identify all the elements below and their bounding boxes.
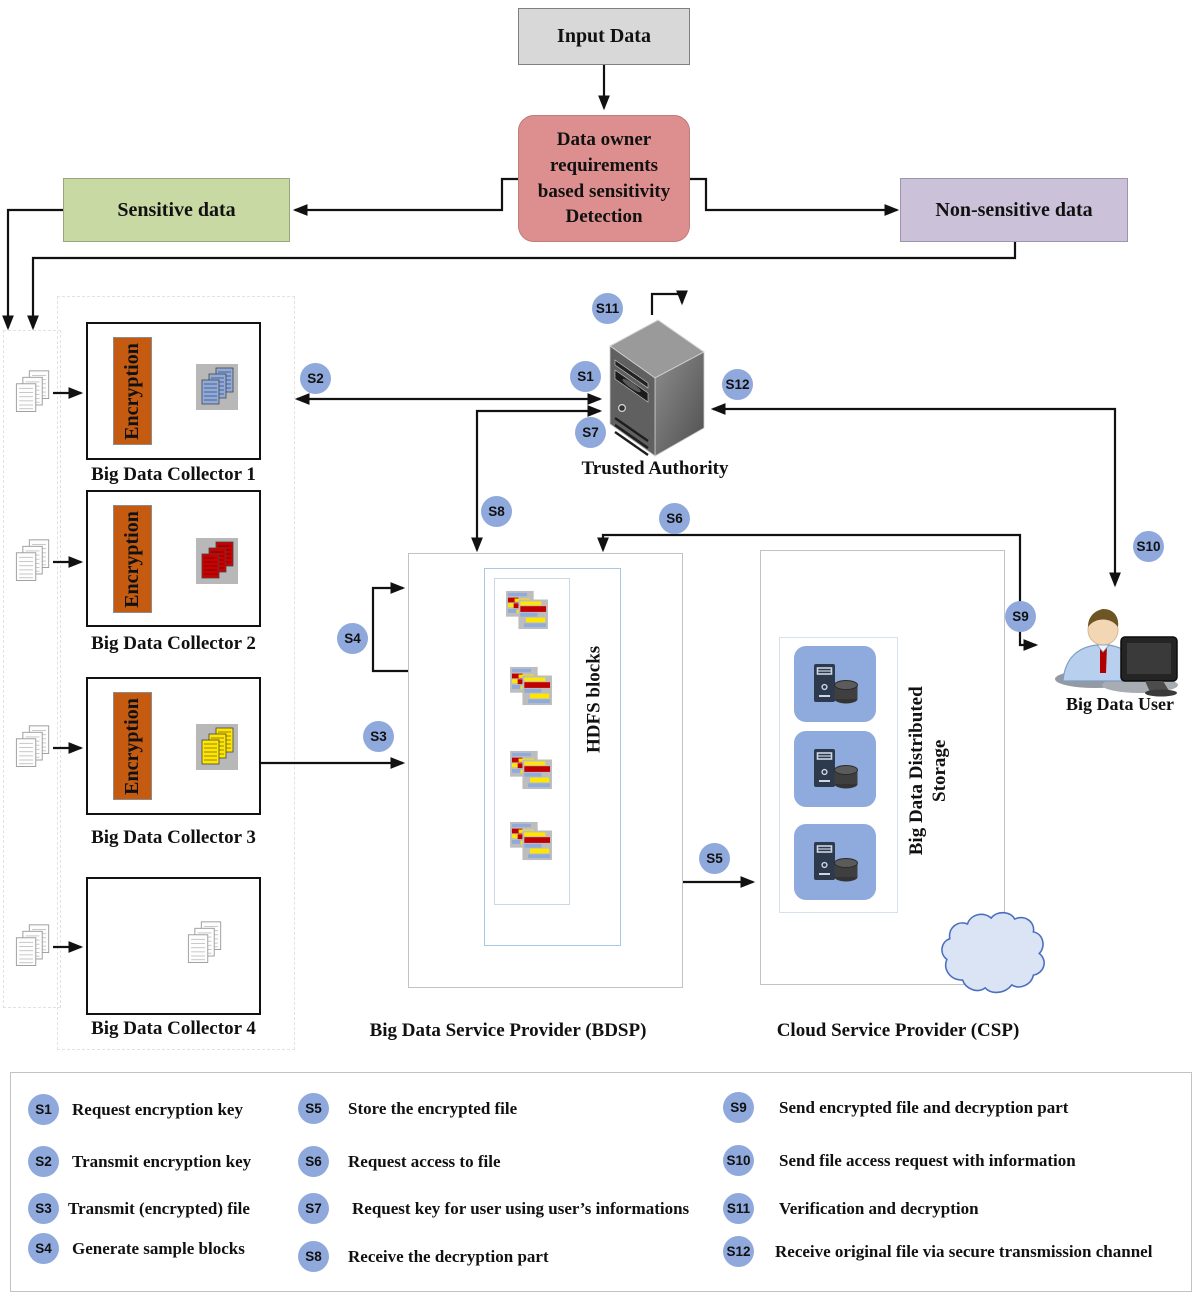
- server-db-icon: [807, 839, 863, 885]
- node-sensitivity-detection: Data owner requirements based sensitivit…: [518, 115, 690, 242]
- node-non-sensitive-data: Non-sensitive data: [900, 178, 1128, 242]
- encryption-box-2: Encryption: [113, 505, 152, 613]
- legend-text-s7: Request key for user using user’s inform…: [352, 1199, 690, 1218]
- legend-text-s1: Request encryption key: [72, 1100, 243, 1119]
- badge-s6: S6: [659, 503, 690, 534]
- big-data-user-label: Big Data User: [1066, 694, 1174, 714]
- doc-stack-icon: [186, 920, 224, 968]
- encryption-box-3: Encryption: [113, 692, 152, 800]
- encryption-label: Encryption: [121, 510, 143, 608]
- badge-s2: S2: [300, 363, 331, 394]
- legend-badge-s9: S9: [723, 1092, 754, 1123]
- collector-2-label: Big Data Collector 2: [91, 633, 256, 654]
- hdfs-panel: [484, 568, 621, 946]
- storage-tile: [794, 646, 876, 722]
- hdfs-block-icon: [509, 750, 553, 790]
- legend-badge-s6: S6: [298, 1146, 329, 1177]
- storage-tile: [794, 731, 876, 807]
- legend-text-s11: Verification and decryption: [779, 1199, 979, 1218]
- legend-badge-s7: S7: [298, 1193, 329, 1224]
- badge-s11: S11: [592, 293, 623, 324]
- badge-s3: S3: [363, 721, 394, 752]
- collector-1-label: Big Data Collector 1: [91, 464, 256, 485]
- doc-stack-icon: [14, 538, 52, 586]
- encrypted-docs-icon-blue: [196, 364, 238, 410]
- arrow-sensitive-to-collectors: [2, 208, 63, 331]
- legend-badge-s11: S11: [723, 1193, 754, 1224]
- badge-s8: S8: [481, 496, 512, 527]
- cloud-icon: [941, 911, 1045, 994]
- legend-badge-s3: S3: [28, 1193, 59, 1224]
- server-db-icon: [807, 661, 863, 707]
- input-data-label: Input Data: [557, 25, 651, 47]
- collector-4-label: Big Data Collector 4: [91, 1018, 256, 1039]
- hdfs-block-icon: [509, 821, 553, 861]
- collector-3-label: Big Data Collector 3: [91, 827, 256, 848]
- badge-s1: S1: [570, 361, 601, 392]
- legend-badge-s5: S5: [298, 1093, 329, 1124]
- legend-badge-s12: S12: [723, 1236, 754, 1267]
- legend-text-s4: Generate sample blocks: [72, 1239, 245, 1258]
- legend-text-s12: Receive original file via secure transmi…: [775, 1242, 1153, 1261]
- node-sensitive-data: Sensitive data: [63, 178, 290, 242]
- arrow-detection-to-sensitive: [292, 177, 518, 216]
- arrow-s10-s12: [710, 403, 1121, 588]
- badge-s7: S7: [575, 417, 606, 448]
- encrypted-docs-icon-yellow: [196, 724, 238, 770]
- hdfs-block-icon: [505, 590, 549, 630]
- legend-box: [10, 1072, 1192, 1292]
- badge-s9: S9: [1005, 601, 1036, 632]
- arrow-s7-s8: [471, 405, 603, 553]
- doc-stack-icon: [14, 724, 52, 772]
- badge-s12: S12: [722, 369, 753, 400]
- server-db-icon: [807, 746, 863, 792]
- detection-label: Data owner requirements based sensitivit…: [537, 129, 671, 228]
- badge-s5: S5: [699, 843, 730, 874]
- non-sensitive-data-label: Non-sensitive data: [935, 198, 1093, 221]
- legend-badge-s8: S8: [298, 1241, 329, 1272]
- node-input-data: Input Data: [518, 8, 690, 65]
- legend-badge-s1: S1: [28, 1094, 59, 1125]
- bdsp-label: Big Data Service Provider (BDSP): [369, 1020, 647, 1041]
- legend-text-s9: Send encrypted file and decryption part: [779, 1098, 1069, 1117]
- arrow-s4-loop: [371, 582, 408, 673]
- legend-text-s2: Transmit encryption key: [72, 1152, 252, 1171]
- doc-stack-icon: [14, 923, 52, 971]
- legend-badge-s10: S10: [723, 1145, 754, 1176]
- sensitive-data-label: Sensitive data: [117, 198, 236, 221]
- trusted-authority-server-icon: [609, 319, 705, 457]
- hdfs-inner-panel: [494, 578, 570, 905]
- encryption-label: Encryption: [121, 342, 143, 440]
- storage-tile: [794, 824, 876, 900]
- legend-badge-s2: S2: [28, 1146, 59, 1177]
- legend-text-s10: Send file access request with informatio…: [779, 1151, 1076, 1170]
- legend-text-s6: Request access to file: [348, 1152, 501, 1171]
- hdfs-block-icon: [509, 666, 553, 706]
- badge-s4: S4: [337, 623, 368, 654]
- big-data-user-icon: [1055, 609, 1178, 697]
- encryption-label: Encryption: [121, 697, 143, 795]
- badge-s10: S10: [1133, 531, 1164, 562]
- collector-4-box: [86, 877, 261, 1015]
- arrow-nonsensitive-to-collectors: [27, 242, 1017, 331]
- legend-badge-s4: S4: [28, 1233, 59, 1264]
- encrypted-docs-icon-red: [196, 538, 238, 584]
- trusted-authority-label: Trusted Authority: [581, 458, 729, 479]
- arrow-s11-loop: [650, 290, 688, 315]
- legend-text-s3: Transmit (encrypted) file: [68, 1199, 250, 1218]
- source-files-container: [3, 330, 61, 1008]
- legend-text-s8: Receive the decryption part: [348, 1247, 549, 1266]
- distributed-storage-label: Big Data Distributed Storage: [906, 686, 950, 856]
- doc-stack-icon: [14, 369, 52, 417]
- csp-label: Cloud Service Provider (CSP): [776, 1020, 1020, 1041]
- arrow-detection-to-nonsensitive: [690, 177, 900, 216]
- legend-text-s5: Store the encrypted file: [348, 1099, 518, 1118]
- collectors-group-container: [57, 296, 295, 1050]
- hdfs-blocks-label: HDFS blocks: [583, 645, 605, 753]
- encryption-box-1: Encryption: [113, 337, 152, 445]
